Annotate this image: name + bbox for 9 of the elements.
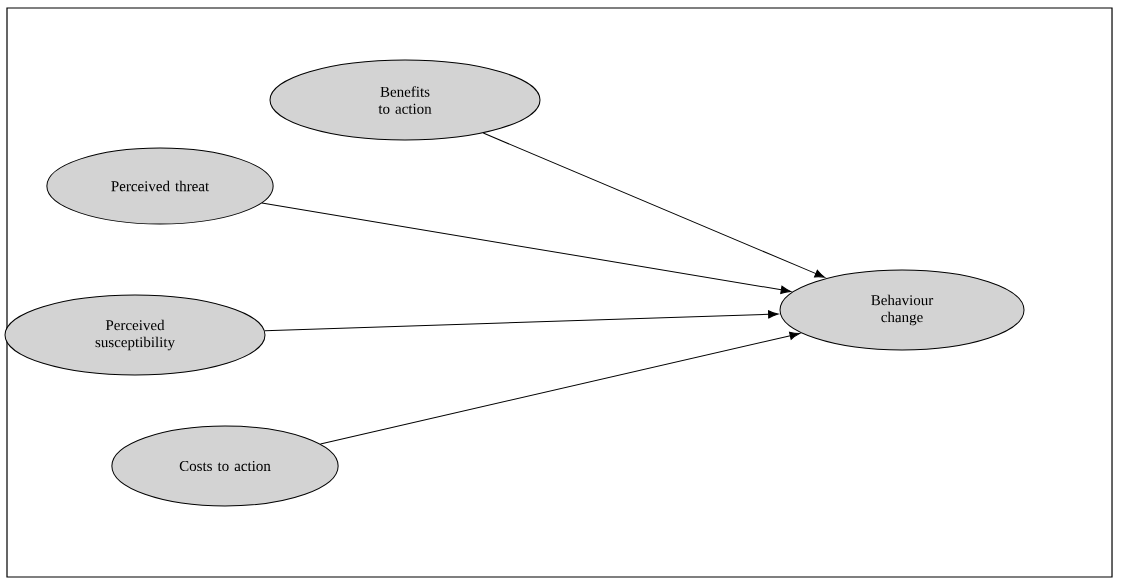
ellipse-node: Behaviour change	[779, 269, 1025, 351]
ellipse-node: Perceived threat	[46, 147, 274, 225]
ellipse-node: Perceived susceptibility	[4, 294, 266, 376]
arrow	[319, 331, 800, 445]
ellipse-node: Costs to action	[111, 425, 339, 507]
arrow	[482, 132, 826, 278]
arrow	[264, 310, 779, 332]
arrow	[261, 202, 792, 294]
ellipse-node: Benefits to action	[269, 59, 541, 141]
